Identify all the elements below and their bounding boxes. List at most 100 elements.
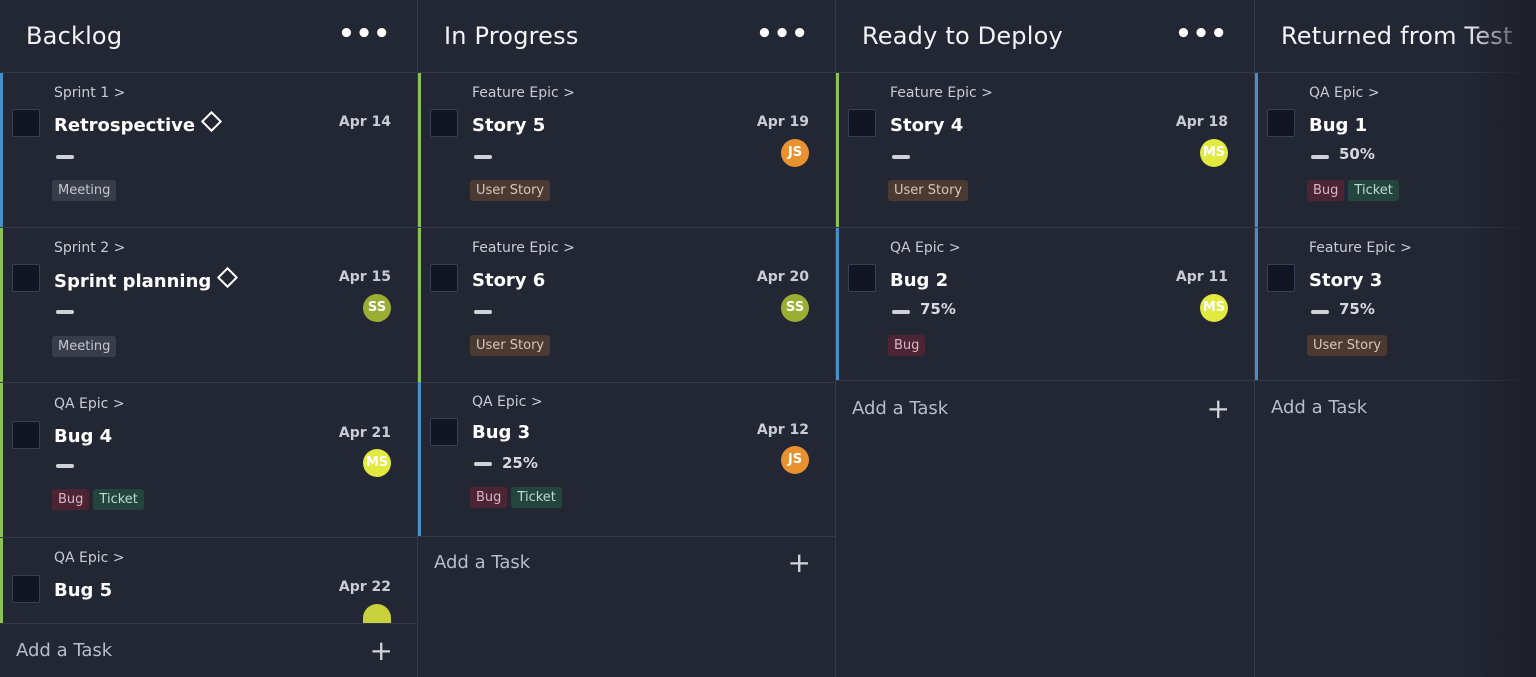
progress-percent: 25%: [502, 454, 538, 472]
add-task-row[interactable]: Add a Task: [1255, 381, 1536, 435]
task-checkbox[interactable]: [430, 264, 458, 292]
avatar[interactable]: JS: [781, 446, 809, 474]
task-checkbox[interactable]: [1267, 264, 1295, 292]
add-task-button[interactable]: Add a Task: [434, 552, 531, 573]
epic-link[interactable]: QA Epic >: [54, 550, 125, 566]
tag-list: Bug: [888, 334, 929, 356]
task-card[interactable]: Feature Epic > Story 3 75% User Story: [1255, 228, 1536, 381]
card-status-stripe: [418, 382, 421, 536]
task-title[interactable]: Story 3: [1309, 270, 1383, 291]
card-status-stripe: [0, 73, 3, 227]
priority-dash-icon: [56, 310, 74, 314]
task-checkbox[interactable]: [848, 264, 876, 292]
epic-link[interactable]: Feature Epic >: [1309, 240, 1412, 256]
task-title[interactable]: Story 4: [890, 115, 964, 136]
avatar[interactable]: SS: [363, 294, 391, 322]
task-checkbox[interactable]: [1267, 109, 1295, 137]
task-title-wrap[interactable]: Sprint planning: [54, 266, 239, 292]
tag-bug[interactable]: Bug: [52, 489, 90, 510]
tag-list: User Story: [1307, 334, 1391, 356]
task-title[interactable]: Retrospective: [54, 115, 196, 136]
task-checkbox[interactable]: [430, 418, 458, 446]
tag-list: Meeting: [52, 335, 120, 357]
card-status-stripe: [1255, 73, 1258, 227]
more-options-icon[interactable]: •••: [756, 19, 809, 49]
avatar[interactable]: MS: [363, 449, 391, 477]
task-checkbox[interactable]: [12, 575, 40, 603]
task-title[interactable]: Bug 1: [1309, 115, 1368, 136]
add-task-button[interactable]: Add a Task: [16, 640, 113, 661]
task-checkbox[interactable]: [12, 109, 40, 137]
tag-bug[interactable]: Bug: [470, 487, 508, 508]
priority-dash-icon: [474, 155, 492, 159]
priority-dash-icon: [56, 464, 74, 468]
tag-ticket[interactable]: Ticket: [1348, 180, 1399, 201]
tag-list: User Story: [470, 179, 554, 201]
add-task-row[interactable]: Add a Task +: [836, 382, 1254, 436]
task-checkbox[interactable]: [848, 109, 876, 137]
more-options-icon[interactable]: •••: [1175, 19, 1228, 49]
plus-icon[interactable]: +: [787, 546, 811, 579]
tag-user-story[interactable]: User Story: [1307, 335, 1388, 356]
task-checkbox[interactable]: [12, 421, 40, 449]
tag-meeting[interactable]: Meeting: [52, 180, 117, 201]
task-card[interactable]: Sprint 2 > Sprint planning Apr 15 SS Mee…: [0, 228, 417, 383]
task-title[interactable]: Sprint planning: [54, 271, 212, 292]
more-options-icon[interactable]: •••: [338, 19, 391, 49]
task-title[interactable]: Story 6: [472, 270, 546, 291]
plus-icon[interactable]: +: [369, 634, 393, 667]
add-task-button[interactable]: Add a Task: [852, 398, 949, 419]
task-card[interactable]: Feature Epic > Story 6 Apr 20 SS User St…: [418, 228, 835, 383]
avatar[interactable]: MS: [363, 604, 391, 624]
add-task-row[interactable]: Add a Task +: [0, 623, 417, 677]
tag-ticket[interactable]: Ticket: [93, 489, 144, 510]
tag-user-story[interactable]: User Story: [470, 335, 551, 356]
task-title[interactable]: Bug 4: [54, 426, 113, 447]
task-card[interactable]: QA Epic > Bug 5 Apr 22 MS: [0, 538, 417, 624]
progress-percent: 75%: [1339, 300, 1375, 318]
add-task-row[interactable]: Add a Task +: [418, 536, 835, 590]
task-title[interactable]: Bug 2: [890, 270, 949, 291]
task-card[interactable]: QA Epic > Bug 2 Apr 11 MS 75% Bug: [836, 228, 1254, 381]
avatar[interactable]: MS: [1200, 139, 1228, 167]
add-task-button[interactable]: Add a Task: [1271, 397, 1368, 418]
task-title-wrap[interactable]: Retrospective: [54, 110, 223, 136]
tag-ticket[interactable]: Ticket: [511, 487, 562, 508]
task-title[interactable]: Story 5: [472, 115, 546, 136]
tag-bug[interactable]: Bug: [1307, 180, 1345, 201]
epic-link[interactable]: Sprint 2 >: [54, 240, 126, 256]
epic-link[interactable]: Feature Epic >: [890, 85, 993, 101]
column-header: In Progress •••: [418, 0, 835, 73]
task-title[interactable]: Bug 5: [54, 580, 113, 601]
avatar[interactable]: JS: [781, 139, 809, 167]
task-card[interactable]: Sprint 1 > Retrospective Apr 14 Meeting: [0, 73, 417, 228]
task-title[interactable]: Bug 3: [472, 422, 531, 443]
plus-icon[interactable]: +: [1206, 392, 1230, 425]
card-status-stripe: [418, 228, 421, 382]
column-title: In Progress: [444, 22, 579, 50]
card-status-stripe: [1255, 228, 1258, 380]
tag-user-story[interactable]: User Story: [470, 180, 551, 201]
tag-user-story[interactable]: User Story: [888, 180, 969, 201]
task-checkbox[interactable]: [12, 264, 40, 292]
task-checkbox[interactable]: [430, 109, 458, 137]
epic-link[interactable]: QA Epic >: [54, 396, 125, 412]
avatar[interactable]: MS: [1200, 294, 1228, 322]
tag-meeting[interactable]: Meeting: [52, 336, 117, 357]
epic-link[interactable]: QA Epic >: [890, 240, 961, 256]
tag-bug[interactable]: Bug: [888, 335, 926, 356]
task-card[interactable]: Feature Epic > Story 4 Apr 18 MS User St…: [836, 73, 1254, 228]
avatar[interactable]: SS: [781, 294, 809, 322]
task-card[interactable]: Feature Epic > Story 5 Apr 19 JS User St…: [418, 73, 835, 228]
epic-link[interactable]: Feature Epic >: [472, 240, 575, 256]
epic-link[interactable]: QA Epic >: [1309, 85, 1380, 101]
progress-percent: 50%: [1339, 145, 1375, 163]
epic-link[interactable]: QA Epic >: [472, 394, 543, 410]
priority-dash-icon: [1311, 155, 1329, 159]
epic-link[interactable]: Feature Epic >: [472, 85, 575, 101]
epic-link[interactable]: Sprint 1 >: [54, 85, 126, 101]
